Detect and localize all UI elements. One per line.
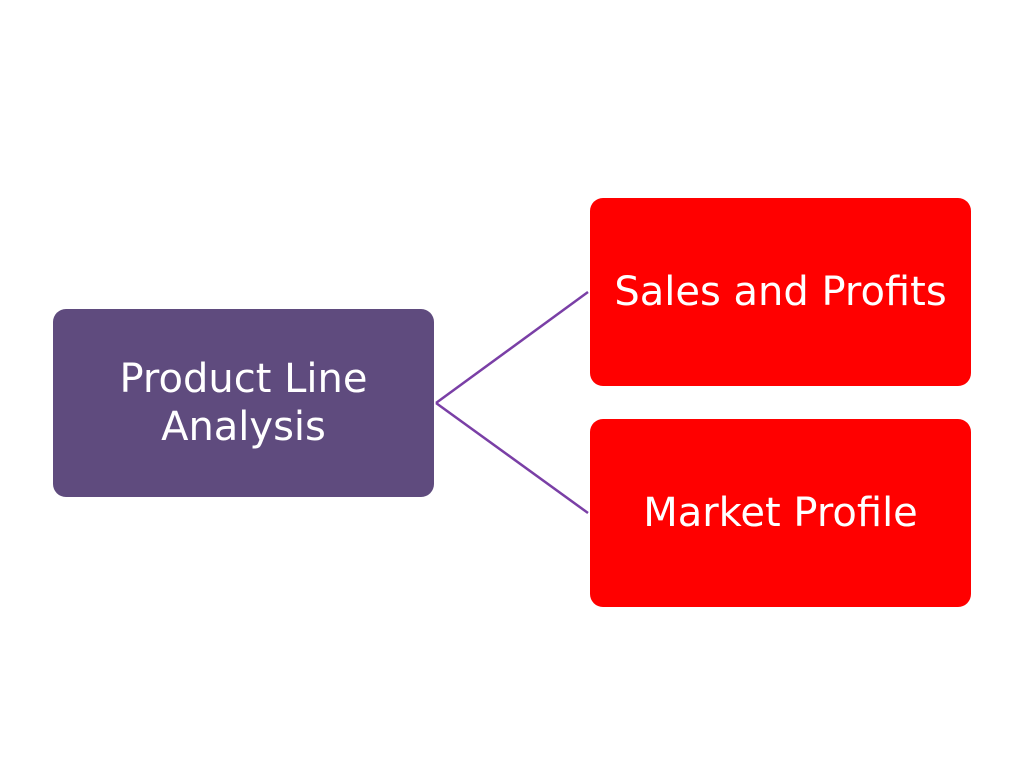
connector-root-to-market (435, 401, 589, 515)
child-node-sales-and-profits: Sales and Profits (590, 198, 971, 386)
root-node-product-line-analysis: Product Line Analysis (53, 309, 434, 497)
child-node-market-profile: Market Profile (590, 419, 971, 607)
connector-root-to-sales (435, 290, 589, 405)
